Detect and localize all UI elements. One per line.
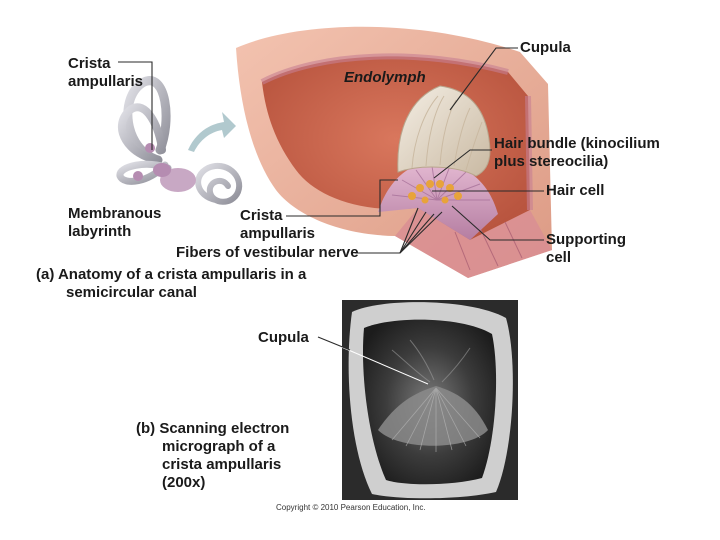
label-endolymph: Endolymph bbox=[344, 69, 426, 86]
label-supporting-cell: Supporting bbox=[546, 231, 626, 248]
caption-a-line2: semicircular canal bbox=[66, 284, 197, 301]
label-hair-bundle-2: plus stereocilia) bbox=[494, 153, 609, 170]
caption-b-line4: (200x) bbox=[162, 474, 206, 491]
label-membranous-labyrinth: Membranous bbox=[68, 205, 162, 222]
label-crista-ampullaris: Crista bbox=[68, 55, 111, 72]
copyright-notice: Copyright © 2010 Pearson Education, Inc. bbox=[276, 503, 426, 512]
magnify-arrow bbox=[188, 112, 236, 152]
label-membranous-labyrinth-2: labyrinth bbox=[68, 223, 132, 240]
caption-b-line1: (b) Scanning electron bbox=[136, 420, 290, 437]
cupula-shape bbox=[397, 85, 491, 177]
label-crista-ampullaris-lower-2: ampullaris bbox=[240, 225, 316, 242]
label-cupula: Cupula bbox=[520, 39, 571, 56]
membranous-labyrinth bbox=[116, 76, 243, 205]
caption-b-line2: micrograph of a bbox=[162, 438, 276, 455]
caption-a-line1: (a) Anatomy of a crista ampullaris in a bbox=[36, 266, 307, 283]
sem-micrograph bbox=[342, 300, 518, 500]
label-crista-ampullaris-2: ampullaris bbox=[68, 73, 144, 90]
label-cupula-micrograph: Cupula bbox=[258, 329, 309, 346]
label-hair-bundle: Hair bundle (kinocilium bbox=[494, 135, 660, 152]
leader-lines bbox=[118, 47, 544, 385]
label-supporting-cell-2: cell bbox=[546, 249, 572, 266]
label-fibers-vestibular-nerve: Fibers of vestibular nerve bbox=[176, 244, 359, 261]
label-hair-cell: Hair cell bbox=[546, 182, 605, 199]
label-crista-ampullaris-lower: Crista bbox=[240, 207, 283, 224]
labyrinth-vestibule bbox=[133, 143, 196, 192]
caption-b-line3: crista ampullaris bbox=[162, 456, 282, 473]
